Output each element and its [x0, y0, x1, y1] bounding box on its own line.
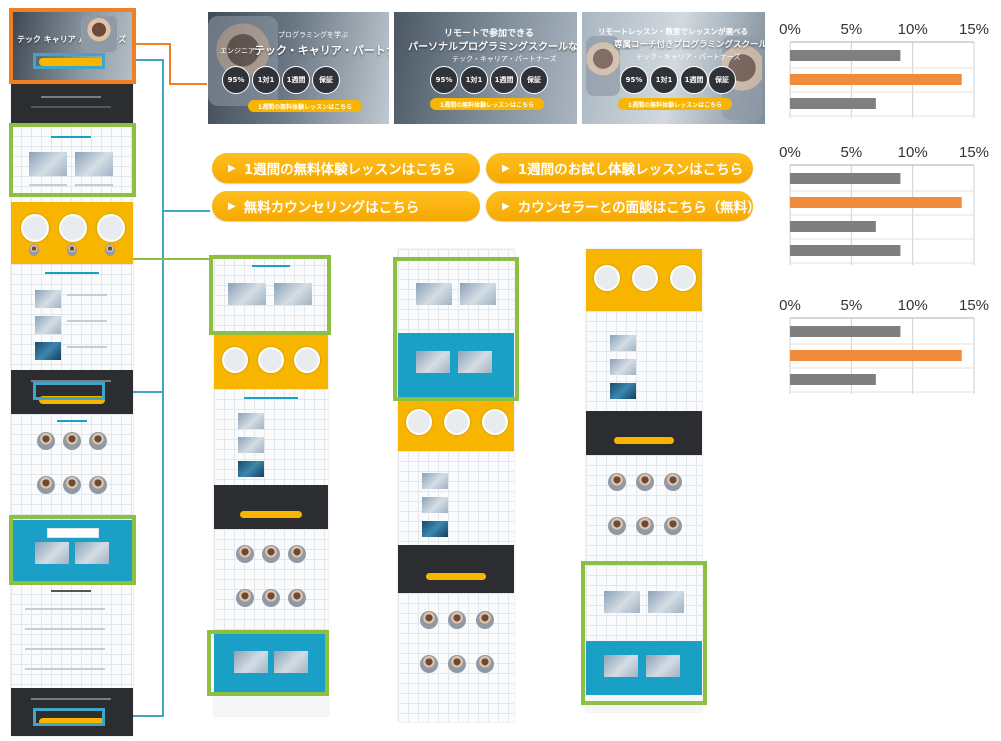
hero-1-stat-2: 1対1 [252, 66, 280, 94]
hero-1-pre: エンジニア [220, 47, 255, 55]
bar [790, 374, 876, 385]
bar [790, 326, 901, 337]
left-hero-highlight [9, 8, 136, 84]
hero-1-title: テック・キャリア・パートナーズ [254, 44, 389, 57]
hero-3-stat-2: 1対1 [650, 66, 678, 94]
cta-label: 1週間のお試し体験レッスンはこちら [517, 162, 744, 178]
tick-label: 0% [779, 297, 801, 314]
hero-banner-3: リモートレッスン・教室でレッスンが選べる 専属コーチ付きプログラミングスクール … [582, 12, 765, 124]
left-hero-cta-highlight [33, 53, 105, 69]
hero-1-cta[interactable]: 1週間の無料体験レッスンはこちら [248, 100, 362, 112]
bar [790, 245, 901, 256]
variant-page-2 [398, 249, 514, 722]
left-intro-highlight [9, 123, 136, 197]
cta-trial-lesson-button[interactable]: ▶ 1週間のお試し体験レッスンはこちら [486, 153, 753, 183]
hero-2-stat-2: 1対1 [460, 66, 488, 94]
tick-label: 15% [959, 21, 989, 38]
left-dark-band-3 [11, 688, 133, 736]
left-blue-band [11, 520, 133, 584]
cta-free-counseling-button[interactable]: ▶ 無料カウンセリングはこちら [212, 191, 480, 221]
cta-label: 無料カウンセリングはこちら [243, 200, 420, 216]
orange-connector [136, 43, 207, 85]
tick-label: 15% [959, 297, 989, 314]
left-dark-band-2 [11, 370, 133, 414]
hero-2-stat-1: 95% [430, 66, 458, 94]
left-yellow-band [11, 202, 133, 264]
variant-page-3 [586, 249, 702, 712]
left-landing-page: テック キャリア パートナーズ [11, 10, 133, 736]
cta-label: 1週間の無料体験レッスンはこちら [243, 162, 456, 178]
hero-3-stat-3: 1週間 [680, 66, 708, 94]
cta-counselor-interview-button[interactable]: ▶ カウンセラーとの面談はこちら（無料） [486, 191, 761, 221]
hero-3-stat-4: 保証 [708, 66, 736, 94]
bar [790, 74, 962, 85]
bar [790, 197, 962, 208]
hero-1-stat-4: 保証 [312, 66, 340, 94]
tick-label: 0% [779, 21, 801, 38]
left-hero-person [81, 16, 117, 52]
hero-1-kicker: プログラミングを学ぶ [278, 31, 348, 39]
bar [790, 221, 876, 232]
bar [790, 350, 962, 361]
tick-label: 5% [840, 144, 862, 161]
left-mid-cta[interactable] [39, 396, 105, 404]
tick-label: 0% [779, 144, 801, 161]
bar-charts: 0% 5% 10% 15% 0% 5% 10% 15% 0% 5% 10% 15% [779, 21, 989, 394]
tick-label: 10% [898, 144, 928, 161]
hero-3-cta[interactable]: 1週間の無料体験レッスンはこちら [618, 98, 732, 110]
tick-label: 5% [840, 297, 862, 314]
hero-banner-2: リモートで参加できる パーソナルプログラミングスクールなら テック・キャリア・パ… [394, 12, 577, 124]
left-blue-highlight [9, 515, 136, 585]
hero-1-stat-1: 95% [222, 66, 250, 94]
hero-2-brand: テック・キャリア・パートナーズ [452, 55, 557, 63]
left-hero-cta[interactable] [39, 58, 105, 66]
chevron-right-icon: ▶ [502, 162, 510, 174]
variant-1-blue-highlight [207, 630, 329, 696]
variant-3-highlight [581, 561, 707, 705]
bar [790, 50, 901, 61]
tick-label: 5% [840, 21, 862, 38]
hero-2-kicker: リモートで参加できる [444, 29, 534, 39]
hero-3-kicker: リモートレッスン・教室でレッスンが選べる [598, 27, 748, 36]
tick-label: 10% [898, 297, 928, 314]
left-hero: テック キャリア パートナーズ [11, 10, 133, 82]
cta-free-trial-button[interactable]: ▶ 1週間の無料体験レッスンはこちら [212, 153, 480, 183]
left-mid-cta-highlight [33, 382, 105, 400]
chevron-right-icon: ▶ [228, 200, 236, 212]
variant-page-1 [214, 255, 328, 716]
hero-2-cta[interactable]: 1週間の無料体験レッスンはこちら [430, 98, 544, 110]
hero-banner-1: プログラミングを学ぶ エンジニア テック・キャリア・パートナーズ 95% 1対1… [208, 12, 389, 124]
variant-1-intro-highlight [209, 255, 331, 335]
left-section-list [11, 264, 133, 370]
left-dark-band-1 [11, 82, 133, 126]
cta-label: カウンセラーとの面談はこちら（無料） [517, 200, 761, 216]
hero-3-stat-1: 95% [620, 66, 648, 94]
tick-label: 15% [959, 144, 989, 161]
variant-2-intro-blue-highlight [393, 257, 519, 401]
hero-3-title: 専属コーチ付きプログラミングスクール [614, 40, 765, 50]
left-section-intro [11, 126, 133, 202]
chevron-right-icon: ▶ [228, 162, 236, 174]
left-bottom-cta[interactable] [39, 718, 105, 726]
left-section-faq [11, 584, 133, 688]
tick-label: 10% [898, 21, 928, 38]
hero-2-stat-3: 1週間 [490, 66, 518, 94]
bar [790, 173, 901, 184]
hero-2-stat-4: 保証 [520, 66, 548, 94]
chevron-right-icon: ▶ [502, 200, 510, 212]
left-bottom-cta-highlight [33, 708, 105, 726]
hero-3-brand: テック・キャリア・パートナーズ [636, 53, 741, 61]
left-section-people [11, 414, 133, 520]
hero-1-stat-3: 1週間 [282, 66, 310, 94]
bar [790, 98, 876, 109]
left-hero-title: テック キャリア パートナーズ [17, 35, 127, 44]
hero-2-title: パーソナルプログラミングスクールなら [408, 42, 577, 53]
